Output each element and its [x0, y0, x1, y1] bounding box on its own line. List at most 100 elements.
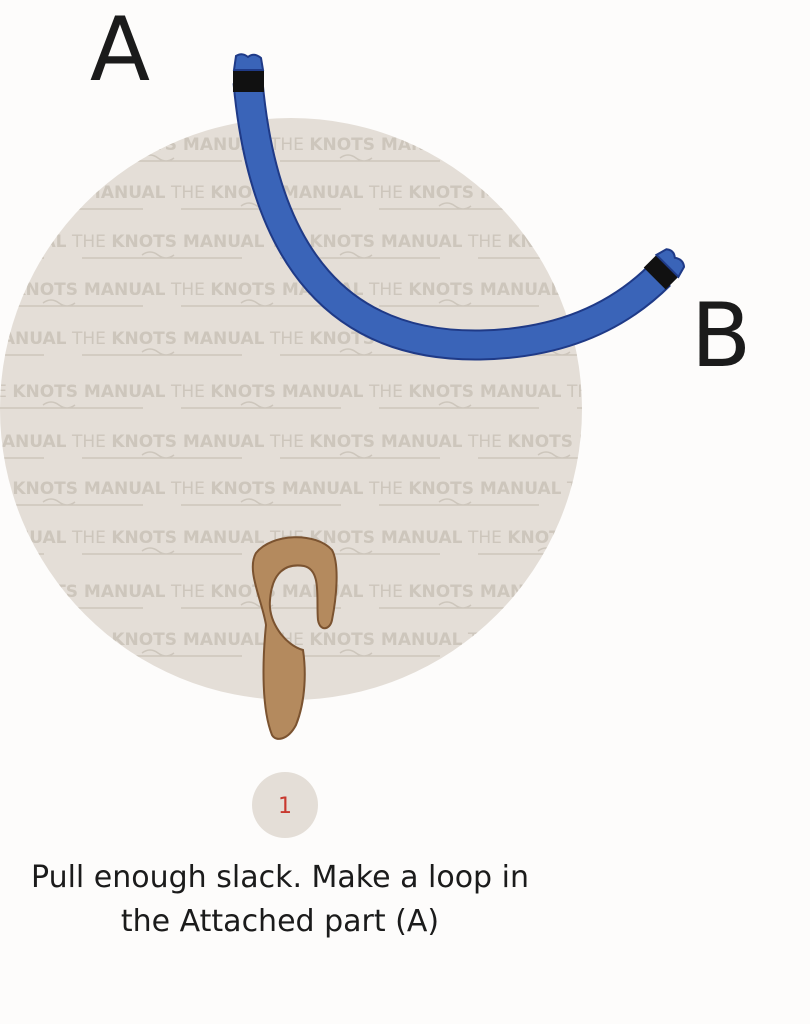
caption-line-2: the Attached part (A): [120, 904, 440, 939]
watermark-rope-icon: [379, 401, 539, 409]
watermark-text: THE KNOTS MANUAL: [0, 135, 67, 155]
watermark-tile: THE KNOTS MANUAL: [566, 382, 760, 409]
watermark-tile: THE KNOTS MANUAL: [467, 135, 661, 162]
watermark-rope-icon: [577, 202, 582, 210]
watermark-text: THE KNOTS MANUAL: [71, 329, 265, 349]
watermark-tile: THE KNOTS MANUAL: [269, 432, 463, 459]
watermark-text: THE KNOTS MANUAL: [368, 183, 562, 203]
watermark-text: THE KNOTS MANUAL: [71, 232, 265, 252]
watermark-text: THE KNOTS MANUAL: [0, 582, 166, 602]
rope-end-cap-a: [233, 70, 264, 92]
watermark-rope-icon: [577, 401, 582, 409]
watermark-rope-icon: [82, 251, 242, 259]
watermark-rope-icon: [82, 547, 242, 555]
watermark-text: THE KNOTS MANUAL: [0, 232, 67, 252]
watermark-text: THE KNOTS MANUAL: [0, 382, 166, 402]
watermark-text: THE KNOTS MANUAL: [0, 280, 166, 300]
watermark-rope-icon: [379, 498, 539, 506]
hand-hook-icon: [251, 536, 338, 740]
watermark-tile: THE KNOTS MANUAL: [71, 232, 265, 259]
watermark-text: THE KNOTS MANUAL: [467, 432, 661, 452]
watermark-rope-icon: [0, 649, 44, 657]
watermark-rope-icon: [379, 299, 539, 307]
watermark-tile: THE KNOTS MANUAL: [71, 528, 265, 555]
watermark-rope-icon: [181, 299, 341, 307]
watermark-rope-icon: [181, 401, 341, 409]
step-number: 1: [278, 794, 292, 819]
watermark-text: THE KNOTS MANUAL: [71, 432, 265, 452]
watermark-tile: THE KNOTS MANUAL: [566, 183, 760, 210]
watermark-tile: THE KNOTS MANUAL: [0, 135, 67, 162]
watermark-rope-icon: [0, 451, 44, 459]
watermark-rope-icon: [0, 251, 44, 259]
watermark-text: THE KNOTS MANUAL: [368, 382, 562, 402]
watermark-tile: THE KNOTS MANUAL: [0, 382, 166, 409]
watermark-rope-icon: [478, 154, 582, 162]
watermark-tile: THE KNOTS MANUAL: [170, 382, 364, 409]
watermark-text: THE KNOTS MANUAL: [269, 630, 463, 650]
watermark-text: THE KNOTS MANUAL: [170, 479, 364, 499]
watermark-text: THE KNOTS MANUAL: [467, 630, 661, 650]
watermark-tile: THE KNOTS MANUAL: [170, 479, 364, 506]
watermark-tile: THE KNOTS MANUAL: [170, 183, 364, 210]
background-circle: [0, 118, 582, 700]
rope-core: [234, 80, 670, 359]
watermark-rope-icon: [0, 348, 44, 356]
watermark-tile: THE KNOTS MANUAL: [0, 630, 67, 657]
watermark-text: THE KNOTS MANUAL: [0, 329, 67, 349]
watermark-rope-icon: [478, 451, 582, 459]
watermark-rope-icon: [280, 154, 440, 162]
watermark-text: THE KNOTS MANUAL: [0, 479, 166, 499]
watermark-text: THE KNOTS MANUAL: [566, 382, 760, 402]
watermark-tile: THE KNOTS MANUAL: [71, 432, 265, 459]
watermark-rope-icon: [0, 401, 143, 409]
watermark-text: THE KNOTS MANUAL: [467, 232, 661, 252]
watermark-text: THE KNOTS MANUAL: [467, 528, 661, 548]
watermark-text: THE KNOTS MANUAL: [368, 582, 562, 602]
step-badge: [252, 772, 318, 838]
watermark-text: THE KNOTS MANUAL: [71, 528, 265, 548]
rope-tip-a: [232, 53, 265, 71]
watermark-text: THE KNOTS MANUAL: [368, 280, 562, 300]
watermark-rope-icon: [280, 451, 440, 459]
watermark-tile: THE KNOTS MANUAL: [0, 329, 67, 356]
caption-line-1: Pull enough slack. Make a loop in: [31, 860, 529, 895]
watermark-rope-icon: [181, 498, 341, 506]
watermark-tile: THE KNOTS MANUAL: [566, 479, 760, 506]
watermark-tile: THE KNOTS MANUAL: [0, 432, 67, 459]
end-label-b: B: [691, 284, 751, 387]
watermark-text: THE KNOTS MANUAL: [0, 183, 166, 203]
watermark-text: THE KNOTS MANUAL: [0, 528, 67, 548]
watermark-rope-icon: [82, 348, 242, 356]
watermark-text: THE KNOTS MANUAL: [269, 432, 463, 452]
watermark-text: THE KNOTS MANUAL: [170, 382, 364, 402]
watermark-rope-icon: [280, 649, 440, 657]
watermark-tile: THE KNOTS MANUAL: [71, 329, 265, 356]
rope-end-b: [643, 248, 686, 290]
watermark-text: THE KNOTS MANUAL: [0, 432, 67, 452]
watermark-rope-icon: [280, 348, 440, 356]
watermark-rope-icon: [577, 601, 582, 609]
watermark-rope-icon: [478, 649, 582, 657]
watermark-rope-icon: [82, 451, 242, 459]
watermark-tile: THE KNOTS MANUAL: [368, 479, 562, 506]
end-label-a: A: [90, 0, 150, 101]
watermark-tile: THE KNOTS MANUAL: [368, 280, 562, 307]
watermark-text: THE KNOTS MANUAL: [0, 630, 67, 650]
watermark-text: THE KNOTS MANUAL: [566, 582, 760, 602]
watermark-text: THE KNOTS MANUAL: [368, 479, 562, 499]
watermark-text: THE KNOTS MANUAL: [566, 479, 760, 499]
watermark-text: THE KNOTS MANUAL: [71, 135, 265, 155]
watermark-text: THE KNOTS MANUAL: [566, 183, 760, 203]
watermark-text: THE KNOTS MANUAL: [467, 135, 661, 155]
watermark-tile: THE KNOTS MANUAL: [467, 630, 661, 657]
watermark-text: THE KNOTS MANUAL: [71, 630, 265, 650]
watermark-text: THE KNOTS MANUAL: [269, 135, 463, 155]
watermark-rope-icon: [577, 498, 582, 506]
watermark-tile: THE KNOTS MANUAL: [467, 432, 661, 459]
instruction-caption: Pull enough slack. Make a loop in the At…: [0, 856, 560, 944]
watermark-rope-icon: [0, 154, 44, 162]
watermark-tile: THE KNOTS MANUAL: [566, 582, 760, 609]
watermark-tile: THE KNOTS MANUAL: [368, 382, 562, 409]
